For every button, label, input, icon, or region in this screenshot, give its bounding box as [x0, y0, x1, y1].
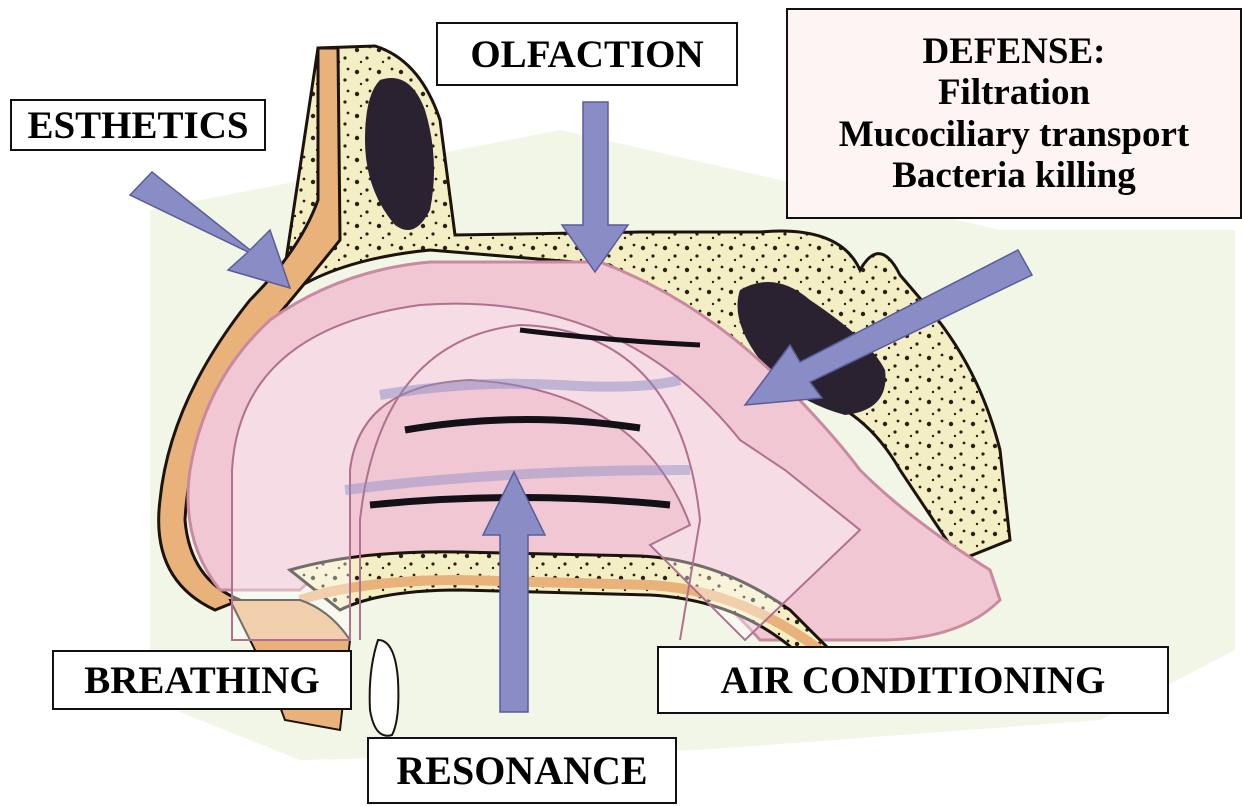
air-conditioning-text: AIR CONDITIONING [721, 658, 1106, 703]
defense-item-mucociliary: Mucociliary transport [839, 114, 1189, 155]
defense-item-filtration: Filtration [938, 72, 1090, 113]
esthetics-text: ESTHETICS [27, 103, 248, 148]
incisor-tooth [370, 640, 399, 736]
olfaction-label: OLFACTION [436, 22, 738, 86]
resonance-text: RESONANCE [396, 747, 647, 794]
defense-label: DEFENSE: Filtration Mucociliary transpor… [786, 8, 1242, 219]
resonance-label: RESONANCE [367, 737, 677, 804]
breathing-text: BREATHING [84, 658, 320, 703]
defense-title: DEFENSE: [923, 31, 1106, 72]
olfaction-text: OLFACTION [470, 32, 703, 77]
air-conditioning-label: AIR CONDITIONING [657, 646, 1169, 714]
defense-item-bacteria: Bacteria killing [892, 155, 1136, 196]
esthetics-label: ESTHETICS [10, 99, 266, 151]
breathing-label: BREATHING [52, 650, 352, 710]
